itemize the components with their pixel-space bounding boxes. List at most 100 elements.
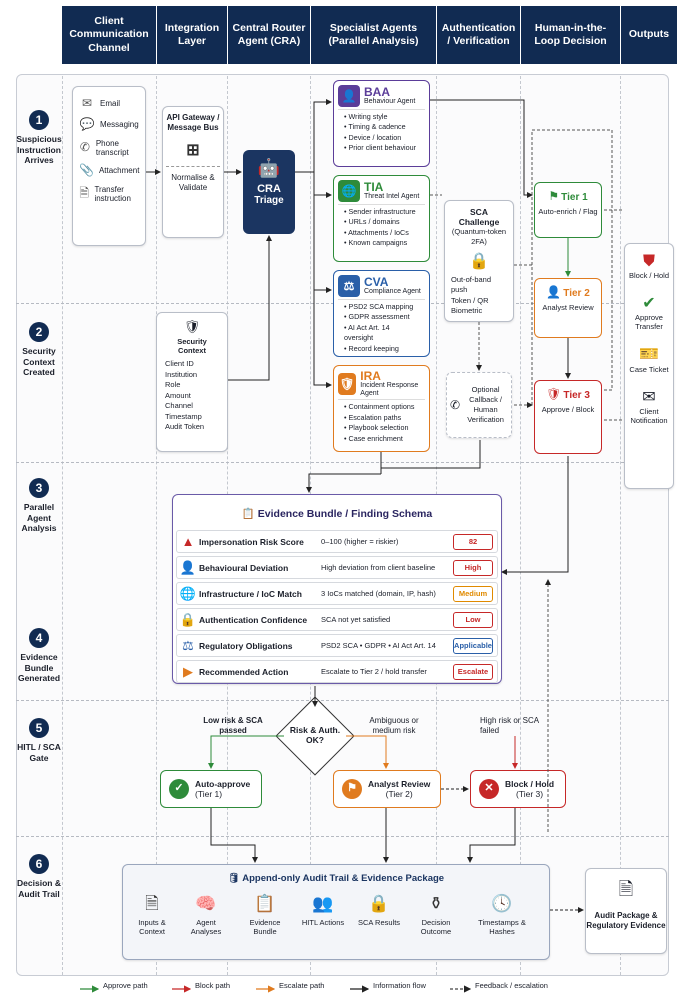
flag-icon: ⚑ [342,779,362,799]
sc-role: Role [165,380,181,389]
gate-right-label: High risk or SCA failed [480,716,539,735]
gate-question: Risk & Auth. OK? [289,725,341,746]
channel-transfer: 🗎Transfer instruction [79,184,131,203]
channel-phone: ✆Phone transcript [79,138,129,157]
x-icon: ✕ [479,779,499,799]
output-notification: ✉Client Notification [625,388,673,425]
ticket-icon: 🎫 [639,346,659,364]
gate-mid-label: Ambiguous or medium risk [369,716,419,735]
callback-verification-box: ✆ Optional Callback / Human Verification [446,372,512,438]
stamp-icon: ⚱ [428,894,444,913]
sc-audit-token: Audit Token [165,422,205,431]
sc-institution: Institution [165,369,198,379]
warning-icon: ▲ [181,534,195,549]
integration-subtitle: Normalise & Validate [171,172,215,193]
person-icon: 👤 [179,559,197,575]
header-integration: Integration Layer [157,6,227,64]
header-outputs: Outputs [621,6,677,64]
check-icon: ✓ [169,779,189,799]
document-shield-icon: 🗎 [618,879,634,899]
security-context-box: 🛡 Security Context Client ID Institution… [156,312,228,452]
legend-block: Block path [195,981,231,990]
globe-icon: 🌐 [338,180,360,202]
auto-approve-box: ✓Auto-approve(Tier 1) [160,770,262,808]
sc-client-id: Client ID [165,359,194,368]
sc-amount: Amount [165,390,191,400]
audit-item-timestamps: 🕓Timestamps & Hashes [472,893,532,936]
header-client-channel: Client Communication Channel [62,6,156,64]
check-circle-icon: ✔ [642,295,656,313]
analyst-icon: 👤 [546,285,562,299]
document-icon: 🗎 [145,894,159,913]
network-hub-icon: ⊞ [186,141,200,159]
output-approve: ✔Approve Transfer [625,294,673,331]
outputs-box: ⛊Block / Hold ✔Approve Transfer 🎫Case Ti… [624,243,674,489]
sc-channel: Channel [165,401,193,410]
integration-title: API Gateway / Message Bus [166,113,220,133]
padlock-icon: 🔒 [469,252,489,270]
analyst-review-box: ⚑Analyst Review(Tier 2) [333,770,441,808]
output-ticket: 🎫Case Ticket [625,345,673,373]
brain-icon: 🧠 [195,894,217,913]
output-block: ⛊Block / Hold [625,252,673,280]
audit-package-box: 🗎 Audit Package & Regulatory Evidence [585,868,667,954]
phone-icon: ✆ [450,398,461,412]
tier-1-box: ⚑ Tier 1 Auto-enrich / Flag [534,182,602,238]
legend-feedback: Feedback / escalation [475,981,548,990]
chat-bubble-icon: 💬 [79,116,95,131]
shield-x-icon: 🛡 [546,387,562,401]
users-icon: 👥 [312,894,334,913]
channel-email: ✉Email [79,96,139,111]
legend-approve: Approve path [103,981,148,990]
paperclip-icon: 📎 [79,162,94,177]
audit-item-decision: ⚱Decision Outcome [411,893,461,936]
audit-item-analyses: 🧠Agent Analyses [181,893,231,936]
document-icon: 🗎 [79,186,90,201]
padlock-icon: 🔒 [368,894,390,913]
arrow-right-icon: ▶ [183,663,193,679]
sc-timestamp: Timestamp [165,411,202,421]
channel-attachment: 📎Attachment [79,162,140,177]
shield-check-icon: 🛡 [183,319,201,334]
robot-icon: 🤖 [257,158,281,178]
clipboard-icon: 📋 [254,894,276,913]
database-icon: 🛢 [227,873,240,884]
clipboard-icon: 📋 [241,508,255,520]
globe-icon: 🌐 [179,585,197,601]
envelope-icon: ✉ [642,388,656,406]
audit-item-bundle: 📋Evidence Bundle [240,893,290,936]
audit-trail-box: 🛢 Append-only Audit Trail & Evidence Pac… [122,864,550,960]
legend-escalate: Escalate path [279,981,325,990]
clock-icon: 🕓 [491,894,513,913]
phone-icon: ✆ [79,139,90,154]
padlock-icon: 🔒 [179,611,197,627]
header-specialist-agents: Specialist Agents (Parallel Analysis) [311,6,436,64]
header-hitl: Human-in-the-Loop Decision [521,6,620,64]
envelope-icon: ✉ [81,96,93,110]
client-channels-box: ✉Email 💬Messaging ✆Phone transcript 📎Att… [72,86,146,246]
audit-item-sca: 🔒SCA Results [354,893,404,927]
scales-icon: ⚖ [338,275,360,297]
scales-icon: ⚖ [182,637,194,653]
channel-messaging: 💬Messaging [79,116,139,131]
audit-item-hitl: 👥HITL Actions [298,893,348,927]
tier-3-box: 🛡 Tier 3 Approve / Block [534,380,602,454]
sca-challenge-box: SCA Challenge (Quantum-token 2FA) 🔒 Out-… [444,200,514,322]
shield-alert-icon: 🛡 [338,372,357,395]
person-icon: 👤 [338,85,360,107]
block-hold-box: ✕Block / Hold(Tier 3) [470,770,566,808]
